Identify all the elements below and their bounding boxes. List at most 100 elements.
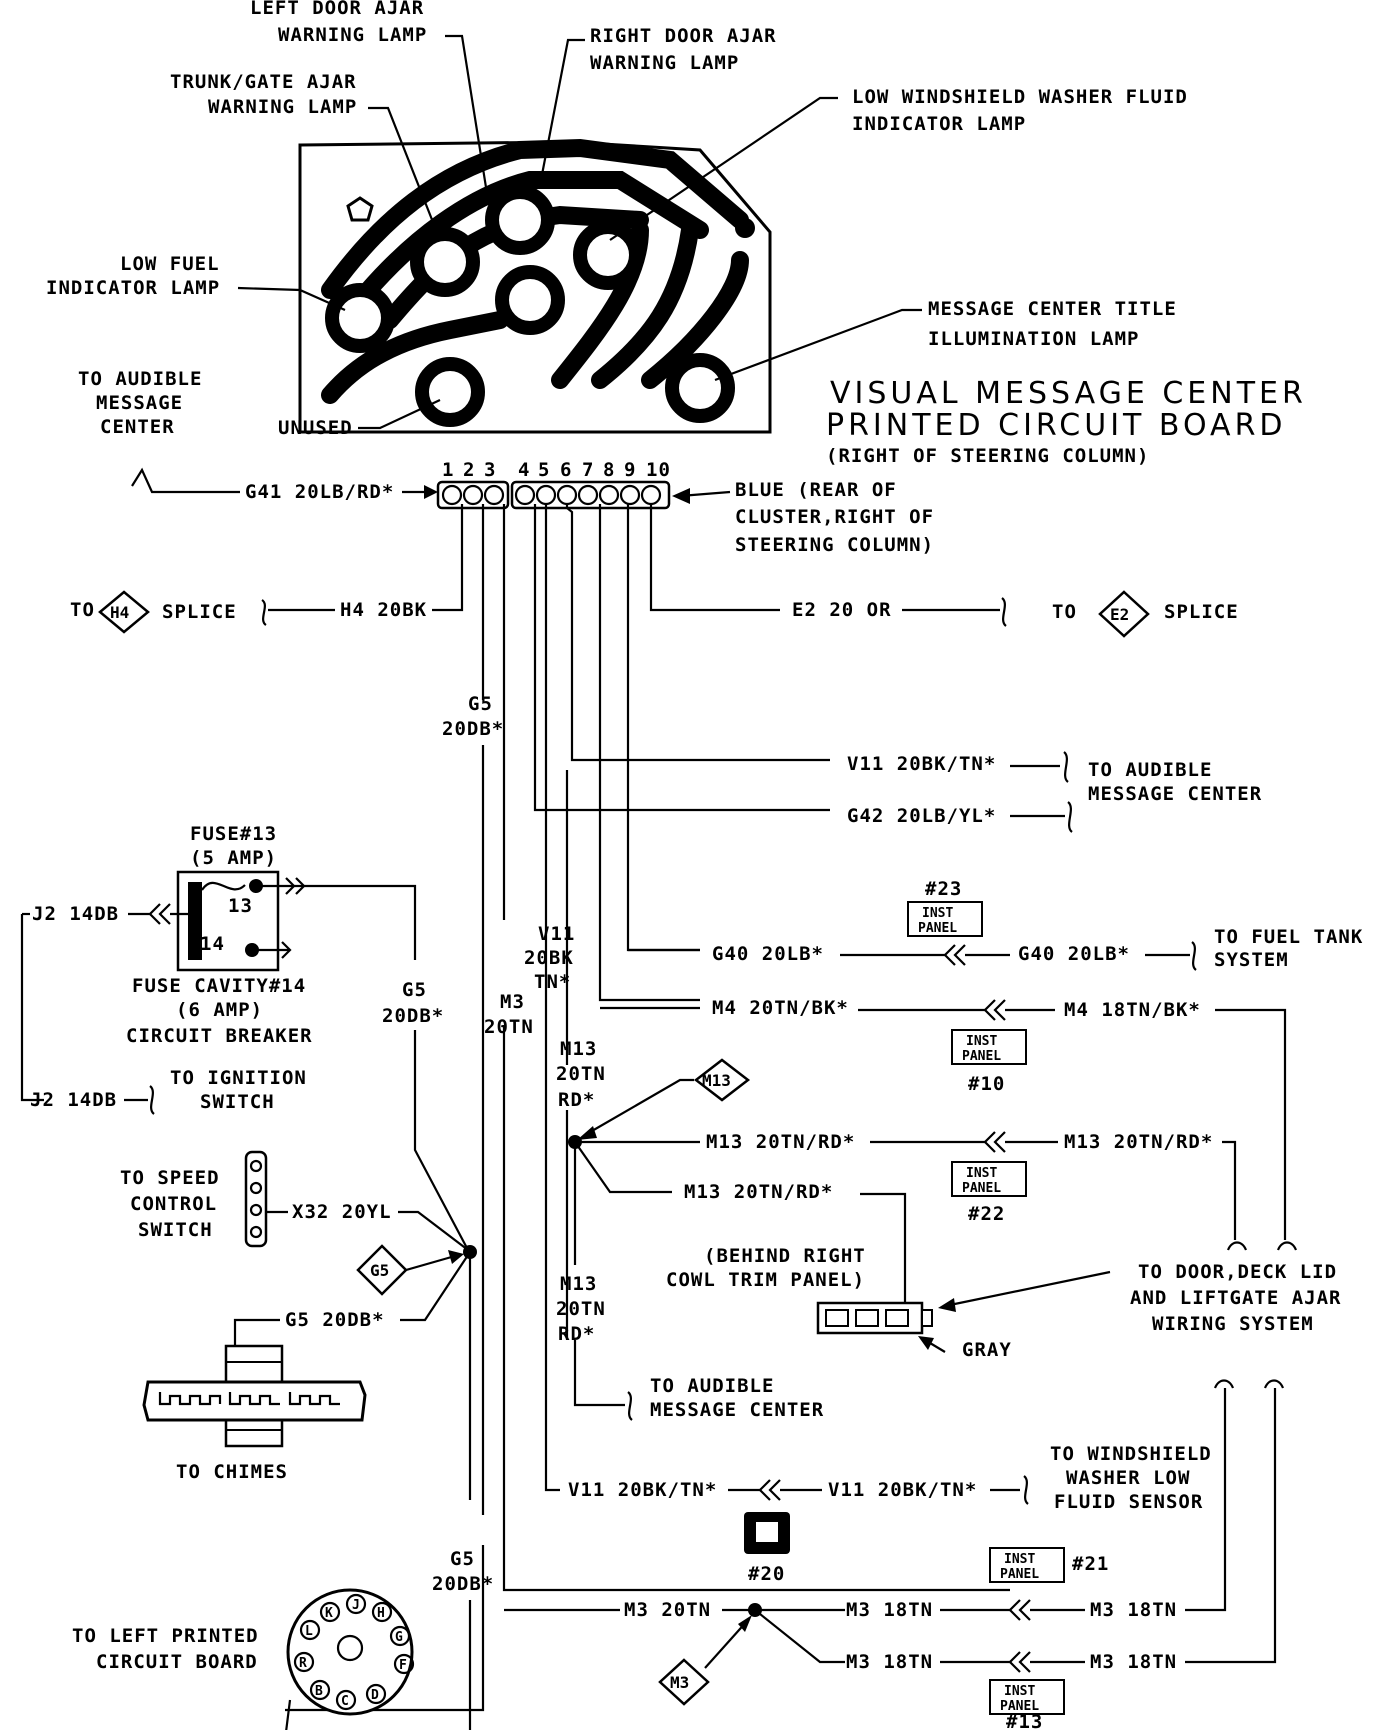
g5-label-6: 20DB* [432,1573,494,1595]
panel-21: #21 [1072,1553,1109,1575]
g5-label-4: 20DB* [382,1005,444,1027]
washer-sensor-2: WASHER LOW [1066,1467,1190,1489]
rc-pin-g: G [395,1630,403,1645]
chimes-label: TO CHIMES [176,1461,288,1483]
pin-8: 8 [603,459,615,481]
pin-7: 7 [582,459,594,481]
msg-lamp-label-2: ILLUMINATION LAMP [928,328,1139,350]
panel-13: #13 [1006,1711,1043,1730]
connector-desc-1: BLUE (REAR OF [735,479,897,501]
panel-21-inst: INST [1004,1552,1035,1567]
m13-diamond: M13 [702,1071,731,1090]
rc-pin-j: J [352,1598,360,1613]
connector-desc-3: STEERING COLUMN) [735,534,934,556]
e2-splice: SPLICE [1164,601,1239,623]
chimes-connector [142,1344,367,1448]
fuse-amp: (5 AMP) [190,847,277,869]
cavity-1: FUSE CAVITY#14 [132,975,306,997]
board-title-2: PRINTED CIRCUIT BOARD [826,408,1287,443]
gray-label: GRAY [962,1339,1012,1361]
e2-to: TO [1052,601,1077,623]
m3-wire-b: M3 18TN [846,1599,933,1621]
panel-22: #22 [968,1203,1005,1225]
washer-lamp-label-2: INDICATOR LAMP [852,113,1026,135]
e2-wire: E2 20 OR [792,599,892,621]
panel-21-panel: PANEL [1000,1567,1039,1582]
board-title-3: (RIGHT OF STEERING COLUMN) [826,445,1149,467]
gray-connector [816,1301,933,1335]
panel-13-panel: PANEL [1000,1699,1039,1714]
m4-wire-b: M4 18TN/BK* [1064,999,1201,1021]
fuse-name: FUSE#13 [190,823,277,845]
main-connector [436,480,671,510]
v11-wire-a: V11 20BK/TN* [847,753,996,775]
rc-pin-c: C [341,1694,349,1709]
to-audible-1: TO AUDIBLE [1088,759,1212,781]
g5-label-1: G5 [468,693,493,715]
m13-v-1: M13 [560,1038,597,1060]
rc-pin-k: K [325,1606,333,1621]
panel-22-panel: PANEL [962,1181,1001,1196]
panel-10-panel: PANEL [962,1049,1001,1064]
round-connector [286,1588,414,1716]
panel-23-panel: PANEL [918,921,957,936]
g5-label-3: G5 [402,979,427,1001]
circuit-board [298,138,772,434]
audible-label-3: CENTER [100,416,175,438]
audible-lower-1: TO AUDIBLE [650,1375,774,1397]
v11-wire-c: V11 20BK/TN* [828,1479,977,1501]
m4-wire-a: M4 20TN/BK* [712,997,849,1019]
right-door-label-1: RIGHT DOOR AJAR [590,25,777,47]
m3-v-1: M3 [500,991,525,1013]
m13-wire-a: M13 20TN/RD* [706,1131,855,1153]
g5-diamond: G5 [370,1261,389,1280]
speed-switch [244,1150,268,1248]
left-door-label-1: LEFT DOOR AJAR [250,0,424,19]
panel-13-inst: INST [1004,1684,1035,1699]
m13-wire-b: M13 20TN/RD* [1064,1131,1213,1153]
unused-label: UNUSED [278,417,353,439]
fuel-tank-1: TO FUEL TANK [1214,926,1363,948]
m3-diamond: M3 [670,1673,689,1692]
rc-pin-r: R [299,1656,307,1671]
pin-3: 3 [484,459,496,481]
speed-2: CONTROL [130,1193,217,1215]
v11-wire-b: V11 20BK/TN* [568,1479,717,1501]
g40-wire-a: G40 20LB* [712,943,824,965]
g5-label-5: G5 [450,1548,475,1570]
j2-wire-b: J2 14DB [30,1089,117,1111]
m13-wire-c: M13 20TN/RD* [684,1181,833,1203]
washer-sensor-1: TO WINDSHIELD [1050,1443,1212,1465]
pin-4: 4 [518,459,530,481]
pin-9: 9 [624,459,636,481]
rc-pin-d: D [371,1688,379,1703]
v11-v-3: TN* [534,971,571,993]
trunk-label-2: WARNING LAMP [208,96,357,118]
ignition-2: SWITCH [200,1091,275,1113]
fuel-lamp-label-1: LOW FUEL [120,253,220,275]
washer-sensor-3: FLUID SENSOR [1054,1491,1203,1513]
cavity-2: (6 AMP) [176,999,263,1021]
x32-wire: X32 20YL [292,1201,392,1223]
g5-chimes-wire: G5 20DB* [285,1309,385,1331]
behind-label-2: COWL TRIM PANEL) [666,1269,865,1291]
pin-5: 5 [538,459,550,481]
board-title-1: VISUAL MESSAGE CENTER [830,376,1307,411]
msg-lamp-label-1: MESSAGE CENTER TITLE [928,298,1177,320]
cavity-3: CIRCUIT BREAKER [126,1025,313,1047]
pin-2: 2 [463,459,475,481]
door-deck-1: TO DOOR,DECK LID [1138,1261,1337,1283]
panel-23: #23 [925,878,962,900]
g40-wire-b: G40 20LB* [1018,943,1130,965]
m13-v-3: RD* [558,1089,595,1111]
panel-22-inst: INST [966,1166,997,1181]
g5-label-2: 20DB* [442,718,504,740]
panel-10-inst: INST [966,1034,997,1049]
g42-wire: G42 20LB/YL* [847,805,996,827]
panel-10: #10 [968,1073,1005,1095]
j2-wire-a: J2 14DB [32,903,119,925]
left-pcb-2: CIRCUIT BOARD [96,1651,258,1673]
rc-pin-f: F [399,1658,407,1673]
fuse-14: 14 [200,933,225,955]
